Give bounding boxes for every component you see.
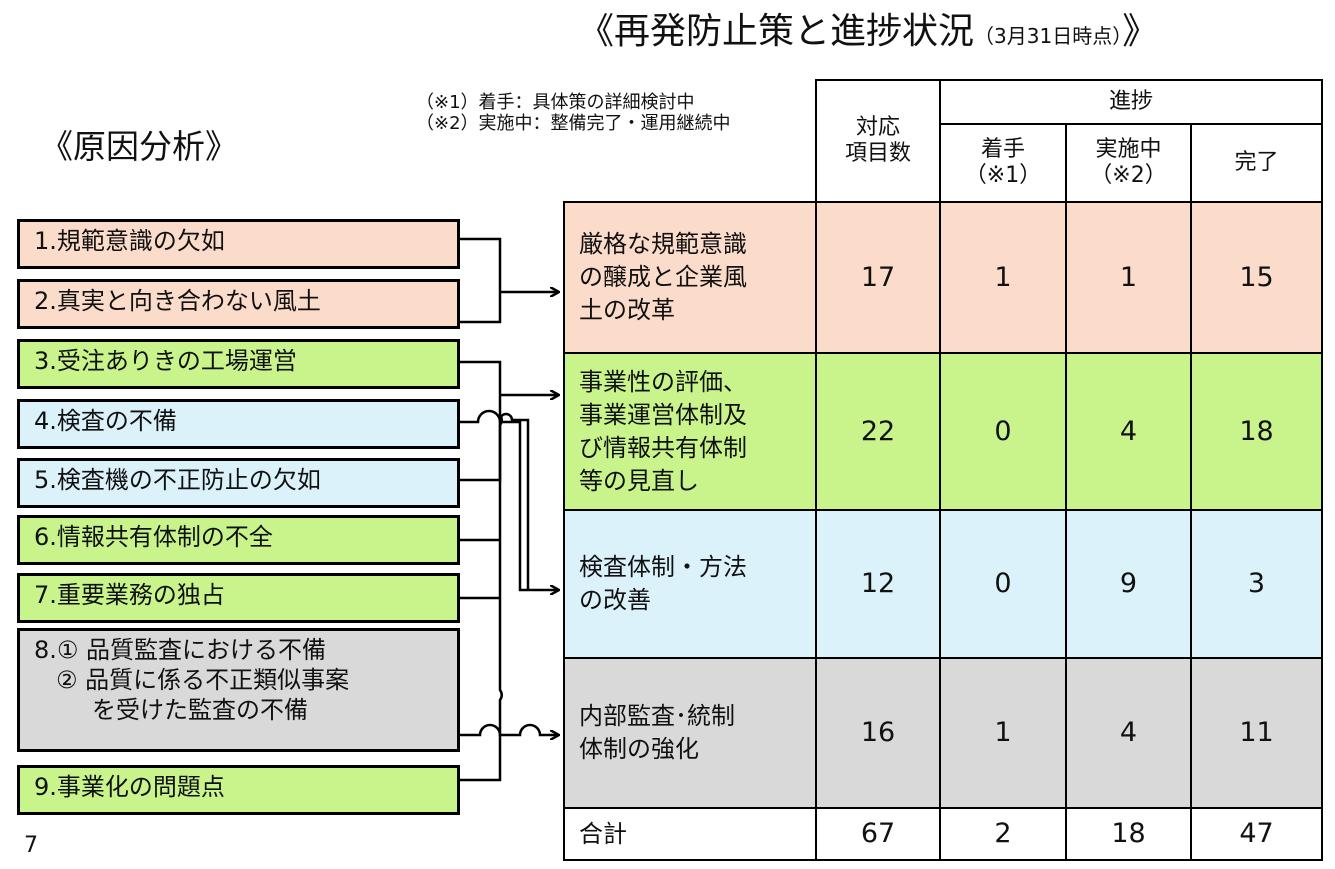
started-cell: 1: [939, 201, 1067, 354]
measure-name-cell: 厳格な規範意識の醸成と企業風土の改革: [563, 201, 817, 354]
started-cell: 0: [939, 352, 1067, 511]
total-started-cell: 2: [939, 807, 1067, 861]
table-row: 厳格な規範意識の醸成と企業風土の改革 17 1 1 15: [563, 201, 1324, 354]
measure-line: び情報共有体制: [579, 433, 747, 462]
header-started-text: 着手 （※1）: [964, 137, 1042, 188]
connector-blue-branch-2: [460, 412, 530, 590]
cause-item-8: 8.① 品質監査における不備 ② 品質に係る不正類似事案 を受けた監査の不備: [17, 628, 460, 752]
total-in-progress-cell: 18: [1065, 807, 1192, 861]
header-in-progress-text: 実施中 （※2）: [1090, 137, 1167, 188]
cause-text: 1.規範意識の欠如: [34, 227, 225, 255]
cause-text-line-2: ② 品質に係る不正類似事案: [56, 666, 350, 694]
measure-line: 検査体制・方法: [579, 553, 747, 581]
connector-group-1: [460, 237, 558, 324]
cause-item-4: 4.検査の不備: [17, 399, 460, 449]
connector-blue-branch: [460, 409, 558, 590]
cause-item-2: 2.真実と向き合わない風土: [17, 279, 460, 329]
cause-text: 6.情報共有体制の不全: [34, 523, 273, 551]
note-started-definition: （※1）着手：具体策の詳細検討中: [416, 92, 695, 113]
header-count-text: 対応 項目数: [844, 115, 911, 166]
measure-line: 土の改革: [579, 296, 675, 324]
measure-line: 体制の強化: [579, 735, 699, 763]
title-main: 《再発防止策と進捗状況: [578, 11, 975, 52]
done-cell: 18: [1189, 352, 1324, 511]
in-progress-cell: 1: [1065, 201, 1192, 354]
count-cell: 16: [815, 657, 941, 809]
measure-name-cell: 事業性の評価、事業運営体制及び情報共有体制等の見直し: [563, 352, 817, 511]
table-row: 事業性の評価、事業運営体制及び情報共有体制等の見直し 22 0 4 18: [563, 352, 1324, 511]
header-blank: [564, 80, 816, 202]
header-progress-text: 進捗: [1109, 89, 1154, 114]
in-progress-cell: 9: [1065, 509, 1192, 659]
header-in-progress: 実施中 （※2）: [1065, 123, 1192, 203]
header-started: 着手 （※1）: [939, 123, 1067, 203]
cause-item-9: 9.事業化の問題点: [17, 765, 460, 815]
cause-analysis-heading: 《原因分析》: [40, 127, 238, 166]
cause-text: 4.検査の不備: [34, 407, 177, 435]
measure-name-cell: 検査体制・方法の改善: [563, 509, 817, 659]
measure-name-cell: 内部監査･統制体制の強化: [563, 657, 817, 809]
cause-item-6: 6.情報共有体制の不全: [17, 515, 460, 565]
measure-line: の改善: [579, 586, 651, 614]
started-cell: 0: [939, 509, 1067, 659]
cause-text: 9.事業化の問題点: [34, 773, 225, 801]
cause-text-line-3: を受けた監査の不備: [92, 696, 308, 724]
connector-group-4: [460, 723, 558, 735]
in-progress-cell: 4: [1065, 657, 1192, 809]
cause-text: 2.真実と向き合わない風土: [34, 287, 321, 315]
cause-item-1: 1.規範意識の欠如: [17, 219, 460, 269]
done-cell: 15: [1189, 201, 1324, 354]
header-done: 完了: [1189, 123, 1324, 203]
count-cell: 22: [815, 352, 941, 511]
measure-line: 厳格な規範意識: [579, 230, 747, 258]
table-row: 検査体制・方法の改善 12 0 9 3: [563, 509, 1324, 659]
table-row: 内部監査･統制体制の強化 16 1 4 11: [563, 657, 1324, 809]
count-cell: 12: [815, 509, 941, 659]
total-count-cell: 67: [815, 807, 941, 861]
in-progress-cell: 4: [1065, 352, 1192, 511]
total-row: 合計 67 2 18 47: [563, 807, 1324, 861]
connector-group-2: [460, 360, 503, 782]
cause-text: 5.検査機の不正防止の欠如: [34, 466, 321, 494]
started-cell: 1: [939, 657, 1067, 809]
count-cell: 17: [815, 201, 941, 354]
measure-line: 事業運営体制及: [579, 400, 747, 429]
cause-text: 8.① 品質監査における不備: [34, 636, 327, 664]
cause-text: 3.受注ありきの工場運営: [34, 347, 297, 375]
header-done-text: 完了: [1234, 150, 1279, 175]
page-number: 7: [24, 833, 38, 858]
measure-line: 内部監査･統制: [579, 702, 735, 730]
page-title: 《再発防止策と進捗状況（3月31日時点）》: [578, 8, 1158, 60]
done-cell: 11: [1189, 657, 1324, 809]
measure-line: 等の見直し: [579, 466, 699, 495]
header-count: 対応 項目数: [815, 79, 941, 203]
measure-line: 事業性の評価、: [579, 367, 747, 396]
measures-table: 対応 項目数 進捗 着手 （※1） 実施中 （※2） 完了 厳格な規範意識の醸成…: [563, 79, 1324, 861]
total-done-cell: 47: [1189, 807, 1324, 861]
title-close: 》: [1122, 11, 1159, 52]
note-in-progress-definition: （※2）実施中：整備完了・運用継続中: [416, 113, 731, 134]
measure-line: の醸成と企業風: [579, 263, 747, 291]
total-label-cell: 合計: [563, 807, 817, 861]
header-progress: 進捗: [938, 79, 1324, 125]
cause-item-7: 7.重要業務の独占: [17, 573, 460, 623]
cause-item-3: 3.受注ありきの工場運営: [17, 339, 460, 389]
title-asof: （3月31日時点）: [974, 24, 1123, 48]
cause-item-5: 5.検査機の不正防止の欠如: [17, 458, 460, 508]
cause-text: 7.重要業務の独占: [34, 581, 225, 609]
done-cell: 3: [1189, 509, 1324, 659]
